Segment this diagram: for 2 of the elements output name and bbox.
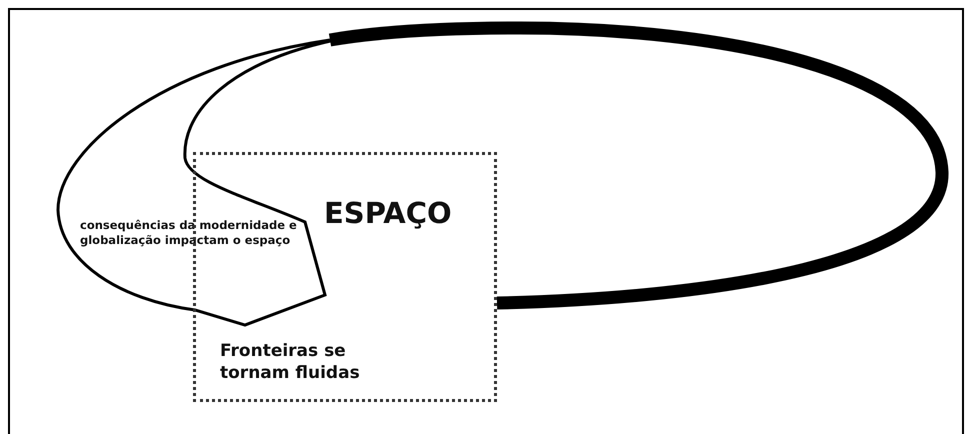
heading-text: ESPAÇO xyxy=(324,195,453,232)
body-text: Fronteiras se tornam fluidas xyxy=(220,340,361,384)
